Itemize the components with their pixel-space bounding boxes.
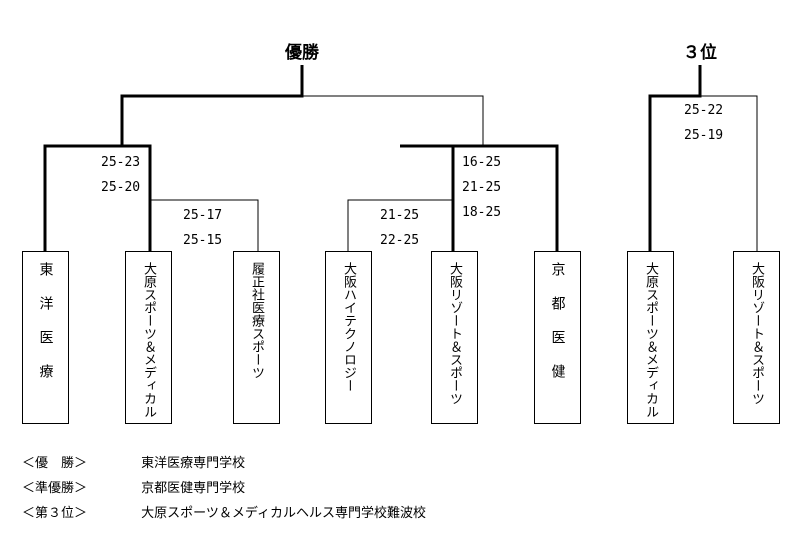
team-box: 大原スポーツ＆メディカル — [125, 251, 172, 424]
bracket-line-third-winner — [648, 65, 702, 251]
team-name: 履正社医療スポーツ — [249, 262, 264, 379]
bracket-line-sf2-winner — [400, 144, 559, 251]
result-label: ＜第３位＞ — [22, 506, 88, 521]
score-m2-set1: 21-25 — [380, 208, 419, 223]
result-row-runner-up: ＜準優勝＞ 京都医健専門学校 — [22, 477, 245, 496]
score-sf2-set3: 18-25 — [462, 205, 501, 220]
bracket-line-sf1 — [43, 144, 152, 251]
score-sf1-set2: 25-20 — [101, 180, 140, 195]
score-sf2-set1: 16-25 — [462, 155, 501, 170]
result-value: 東洋医療専門学校 — [141, 456, 246, 471]
score-m1-set2: 25-15 — [183, 233, 222, 248]
result-label: ＜優 勝＞ — [22, 456, 88, 471]
team-name: 大原スポーツ＆メディカル — [643, 262, 658, 418]
result-row-third: ＜第３位＞ 大原スポーツ＆メディカルヘルス専門学校難波校 — [22, 502, 426, 521]
team-name: 東洋医療 — [37, 262, 54, 398]
score-m2-set2: 22-25 — [380, 233, 419, 248]
bracket-line-third-loser — [700, 95, 758, 251]
score-third-set1: 25-22 — [684, 103, 723, 118]
bracket-line-final-winner — [120, 65, 304, 146]
team-box: 大阪ハイテクノロジー — [325, 251, 372, 424]
result-value: 大原スポーツ＆メディカルヘルス専門学校難波校 — [141, 506, 426, 521]
team-name: 大阪リゾート＆スポーツ — [749, 262, 764, 405]
team-box: 東洋医療 — [22, 251, 69, 424]
bracket-line-m1-loser — [150, 199, 259, 251]
team-box: 京都医健 — [534, 251, 581, 424]
champion-title: 優勝 — [284, 42, 320, 63]
result-row-champion: ＜優 勝＞ 東洋医療専門学校 — [22, 452, 245, 471]
score-sf1-set1: 25-23 — [101, 155, 140, 170]
team-name: 大阪リゾート＆スポーツ — [447, 262, 462, 405]
team-name: 大阪ハイテクノロジー — [341, 262, 356, 392]
team-box: 大原スポーツ＆メディカル — [627, 251, 674, 424]
bracket-line-final-loser — [302, 95, 484, 146]
bracket-line-m2-loser — [347, 199, 453, 251]
result-value: 京都医健専門学校 — [141, 481, 246, 496]
score-sf2-set2: 21-25 — [462, 180, 501, 195]
team-box: 大阪リゾート＆スポーツ — [431, 251, 478, 424]
team-name: 大原スポーツ＆メディカル — [141, 262, 156, 418]
result-label: ＜準優勝＞ — [22, 481, 88, 496]
team-name: 京都医健 — [549, 262, 566, 398]
score-m1-set1: 25-17 — [183, 208, 222, 223]
score-third-set2: 25-19 — [684, 128, 723, 143]
third-place-title: ３位 — [683, 42, 717, 63]
team-box: 大阪リゾート＆スポーツ — [733, 251, 780, 424]
team-box: 履正社医療スポーツ — [233, 251, 280, 424]
